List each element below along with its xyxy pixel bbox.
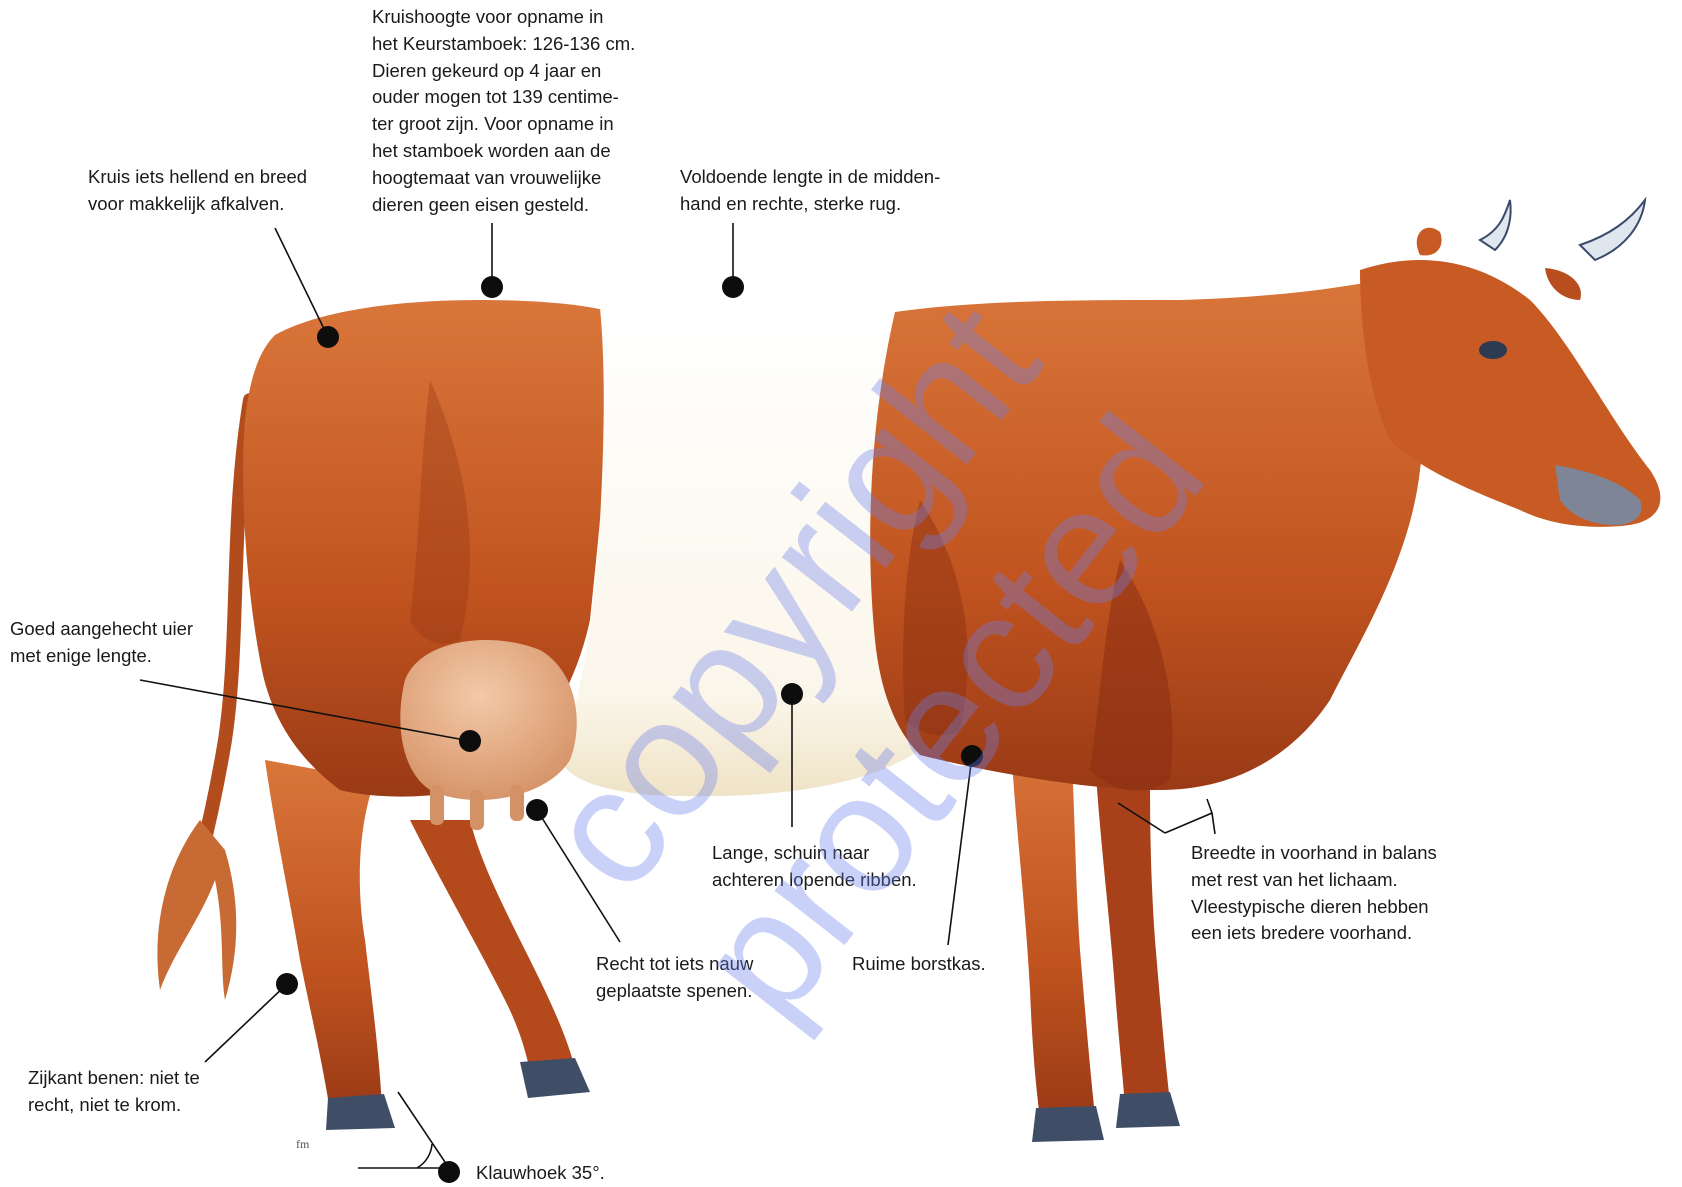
label-middenhand: Voldoende lengte in de midden- hand en r… bbox=[680, 164, 940, 218]
label-kruishoogte: Kruishoogte voor opname in het Keurstamb… bbox=[372, 4, 635, 218]
label-voorhand: Breedte in voorhand in balans met rest v… bbox=[1191, 840, 1437, 947]
marker-benen bbox=[276, 973, 298, 995]
label-ribben: Lange, schuin naar achteren lopende ribb… bbox=[712, 840, 917, 894]
marker-uier bbox=[459, 730, 481, 752]
label-spenen: Recht tot iets nauw geplaatste spenen. bbox=[596, 951, 753, 1005]
label-kruis: Kruis iets hellend en breed voor makkeli… bbox=[88, 164, 307, 218]
white-belt bbox=[560, 302, 920, 796]
marker-ribben bbox=[781, 683, 803, 705]
udder bbox=[400, 640, 576, 830]
marker-kruis bbox=[317, 326, 339, 348]
marker-borstkas bbox=[961, 745, 983, 767]
tail bbox=[157, 400, 250, 1000]
marker-klauwhoek bbox=[438, 1161, 460, 1183]
label-borstkas: Ruime borstkas. bbox=[852, 951, 986, 978]
marker-middenhand bbox=[722, 276, 744, 298]
artist-initials: fm bbox=[296, 1137, 310, 1151]
label-klauwhoek: Klauwhoek 35°. bbox=[476, 1160, 605, 1187]
label-uier: Goed aangehecht uier met enige lengte. bbox=[10, 616, 193, 670]
label-benen: Zijkant benen: niet te recht, niet te kr… bbox=[28, 1065, 200, 1119]
front-legs bbox=[1010, 730, 1180, 1142]
marker-kruishoogte bbox=[481, 276, 503, 298]
marker-spenen bbox=[526, 799, 548, 821]
